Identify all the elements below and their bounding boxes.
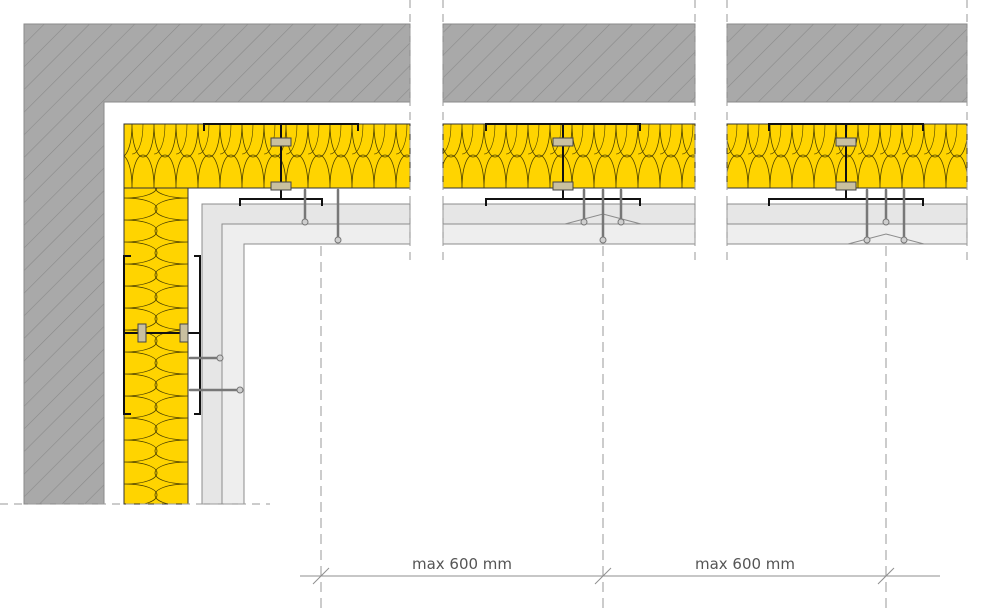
dimension-label-2: max 600 mm bbox=[695, 555, 795, 573]
ceiling-insulation-left bbox=[123, 123, 411, 189]
concrete-slab-left bbox=[23, 23, 411, 505]
screws-ceiling bbox=[303, 188, 906, 242]
ceiling-insulation-middle bbox=[442, 123, 696, 189]
profile-ceiling-middle bbox=[485, 123, 641, 206]
profile-center-lines bbox=[320, 246, 887, 608]
dimension-label-1: max 600 mm bbox=[412, 555, 512, 573]
profile-ceiling-right bbox=[768, 123, 924, 206]
dimension-line bbox=[300, 567, 940, 585]
profile-ceiling-left bbox=[203, 123, 359, 206]
concrete-slab-middle bbox=[442, 23, 696, 103]
plasterboard-middle-inner bbox=[442, 223, 696, 245]
plasterboard-right-inner bbox=[726, 223, 968, 245]
plasterboard-middle-outer bbox=[442, 203, 696, 225]
section-break-lines bbox=[0, 0, 968, 505]
wall-insulation bbox=[123, 187, 189, 505]
screw-heads-ceiling bbox=[301, 218, 908, 244]
concrete-slab-right bbox=[726, 23, 968, 103]
board-joint-right bbox=[847, 233, 925, 245]
screw-heads-wall bbox=[216, 354, 244, 394]
plasterboard-inner-corner bbox=[221, 223, 411, 505]
profile-wall bbox=[123, 255, 201, 415]
screws-wall bbox=[188, 356, 242, 392]
plasterboard-right-outer bbox=[726, 203, 968, 225]
